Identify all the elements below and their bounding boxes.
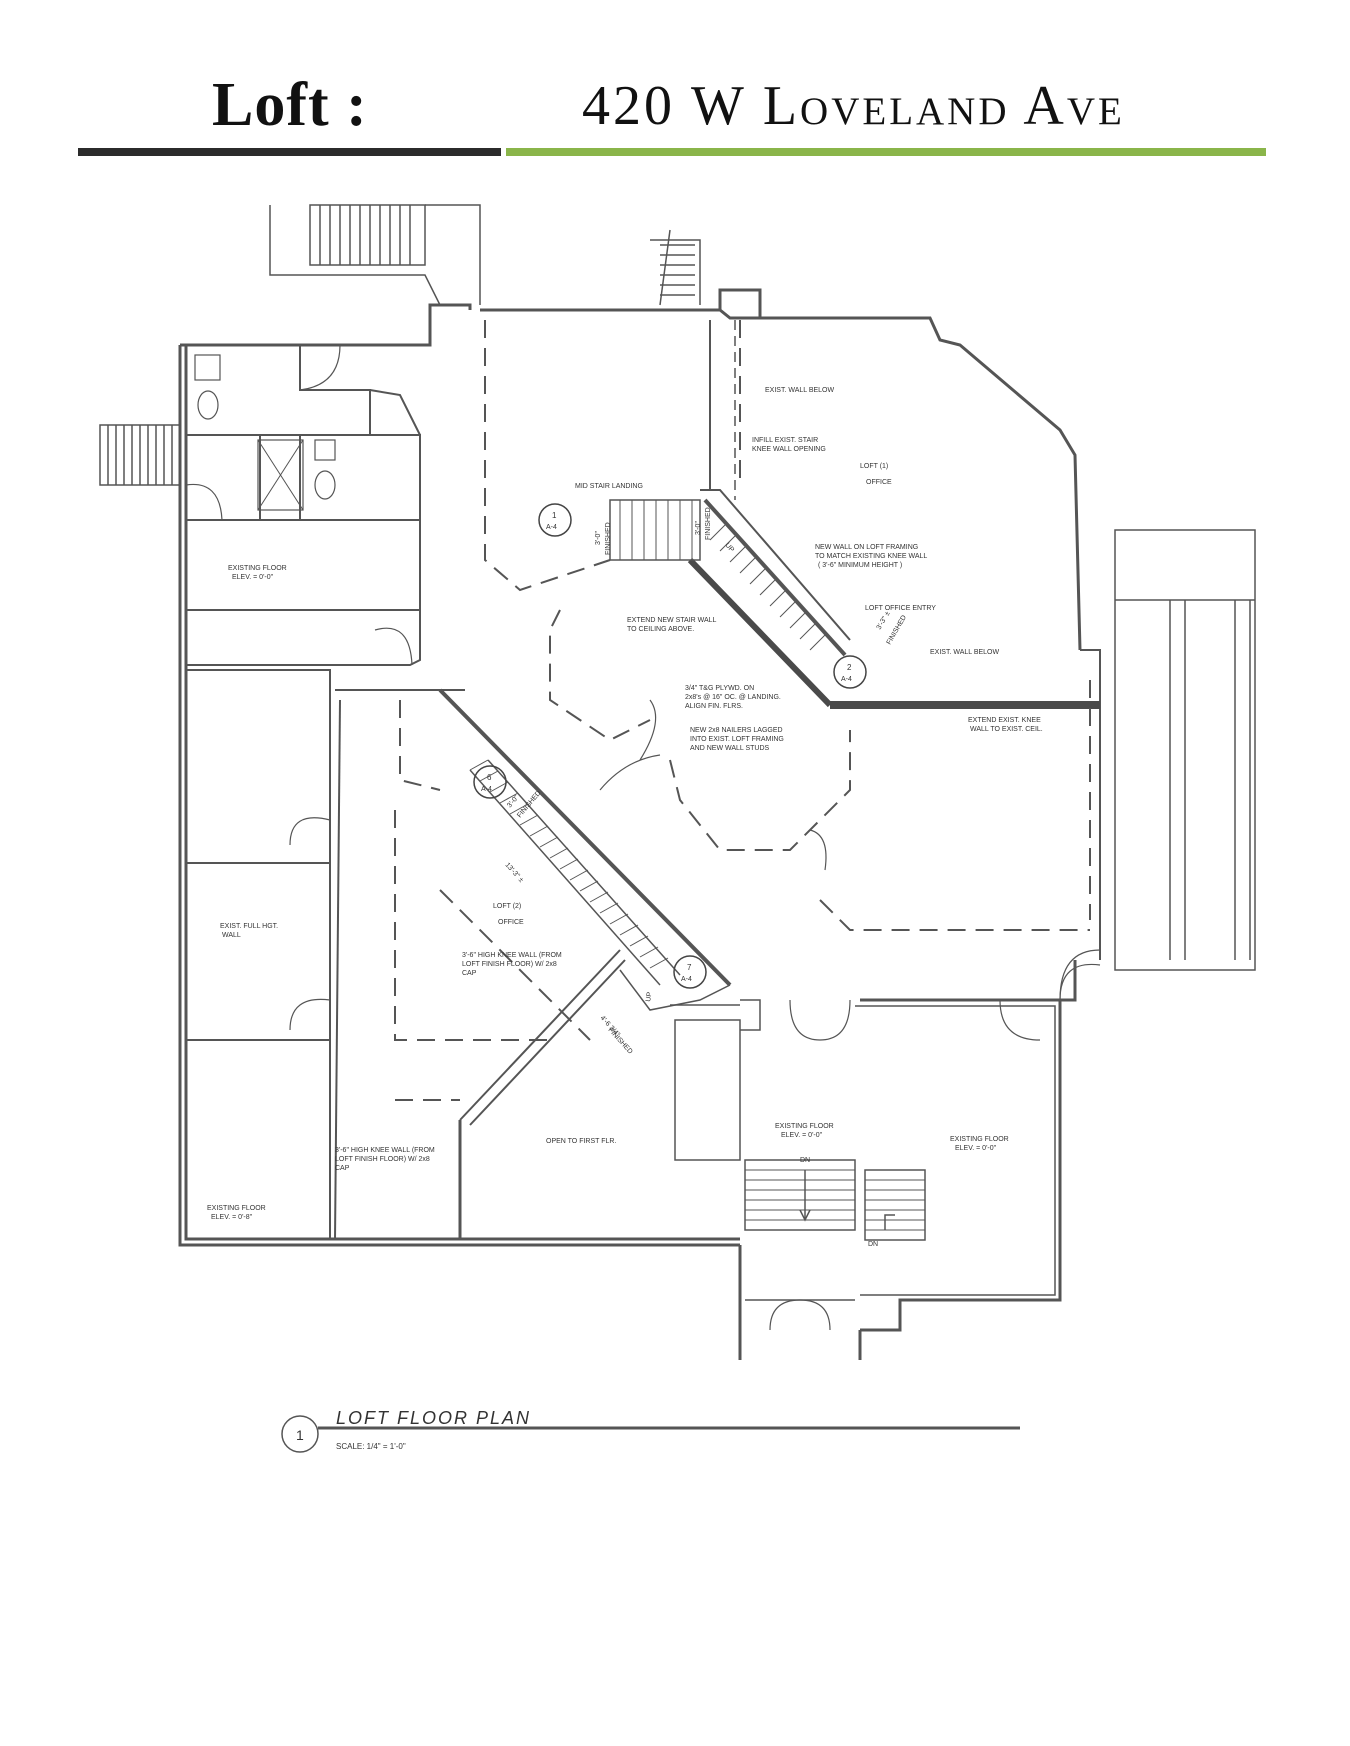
note-plywd-2: 2x8's @ 16" OC. @ LANDING. [685, 694, 781, 701]
note-existing-floor-d1: EXISTING FLOOR [950, 1136, 1009, 1143]
note-knee-wall-1: 3'-6" HIGH KNEE WALL (FROM [462, 952, 562, 959]
room-use-loft-2: OFFICE [498, 919, 524, 926]
note-existing-floor-b2: ELEV. = 0'-8" [211, 1214, 253, 1221]
stair-loft-1 [609, 320, 1100, 709]
room-label-loft-1: LOFT (1) [860, 463, 888, 470]
exterior-stair-left [99, 424, 181, 486]
note-nailers-3: AND NEW WALL STUDS [690, 745, 770, 752]
label-up-2: UP [645, 991, 654, 1002]
note-new-wall-1: NEW WALL ON LOFT FRAMING [815, 544, 918, 551]
note-loft-office-entry: LOFT OFFICE ENTRY [865, 605, 936, 612]
section-tag-sheet-1: A-4 [546, 524, 557, 531]
note-knee-wall-b2: LOFT FINISH FLOOR) W/ 2x8 [335, 1156, 430, 1163]
dim-3-0-c: 3'-0" [506, 794, 521, 810]
header-title-left: Loft : [212, 71, 368, 139]
note-infill-2: KNEE WALL OPENING [752, 446, 826, 453]
title-block [281, 1415, 1020, 1453]
note-existing-floor-c2: ELEV. = 0'-0" [781, 1132, 823, 1139]
loft-edge-dashed [394, 320, 1091, 1101]
exterior-stair-top-center [650, 229, 701, 306]
section-tag-num-2: 2 [847, 663, 852, 672]
plan-scale: SCALE: 1/4" = 1'-0" [336, 1442, 406, 1451]
dim-finished-b: FINISHED [705, 507, 712, 540]
dim-finished-c: FINISHED [886, 614, 908, 646]
dim-3-0-b: 3'-0" [695, 521, 702, 535]
note-extend-knee-2: WALL TO EXIST. CEIL. [970, 726, 1043, 733]
note-existing-floor-b1: EXISTING FLOOR [207, 1205, 266, 1212]
dim-finished-d: FINISHED [516, 790, 542, 820]
section-tags [473, 503, 867, 989]
right-exterior-deck [1114, 529, 1256, 971]
note-existing-floor-c1: EXISTING FLOOR [775, 1123, 834, 1130]
note-exist-wall-below-2: EXIST. WALL BELOW [930, 649, 1000, 656]
dim-3-0-a: 3'-0" [595, 531, 602, 545]
note-plywd-3: ALIGN FIN. FLRS. [685, 703, 743, 710]
section-tag-num-7: 7 [687, 963, 692, 972]
note-exist-full-hgt-2: WALL [222, 932, 241, 939]
note-knee-wall-b1: 3'-6" HIGH KNEE WALL (FROM [335, 1147, 435, 1154]
header-title-address: 420 W Loveland Ave [582, 75, 1125, 137]
note-plywd-1: 3/4" T&G PLYWD. ON [685, 685, 754, 692]
section-tag-sheet-6: A-4 [481, 786, 492, 793]
label-up-1: UP [723, 542, 735, 554]
note-open-to-first: OPEN TO FIRST FLR. [546, 1138, 616, 1145]
label-dn-1: DN [800, 1157, 810, 1164]
note-extend-stair-2: TO CEILING ABOVE. [627, 626, 694, 633]
section-tag-num-6: 6 [487, 773, 492, 782]
stair-loft-2 [438, 688, 740, 1011]
room-label-loft-2: LOFT (2) [493, 903, 521, 910]
section-tag-sheet-7: A-4 [681, 976, 692, 983]
plan-title-number: 1 [296, 1427, 304, 1443]
plan-title: LOFT FLOOR PLAN [336, 1408, 531, 1428]
note-existing-floor-a1: EXISTING FLOOR [228, 565, 287, 572]
section-tag-num-1: 1 [552, 511, 557, 520]
header-divider-dark [78, 148, 501, 156]
note-extend-stair-1: EXTEND NEW STAIR WALL [627, 617, 717, 624]
note-knee-wall-3: CAP [462, 970, 477, 977]
note-mid-stair-landing: MID STAIR LANDING [575, 483, 643, 490]
dim-13-3: 13'-3" ± [504, 862, 525, 884]
note-exist-wall-below-1: EXIST. WALL BELOW [765, 387, 835, 394]
restrooms [185, 344, 421, 611]
note-extend-knee-1: EXTEND EXIST. KNEE [968, 717, 1041, 724]
left-rooms [185, 610, 421, 1240]
loft-2-walls [334, 689, 626, 1241]
note-existing-floor-a2: ELEV. = 0'-0" [232, 574, 274, 581]
label-dn-2: DN [868, 1241, 878, 1248]
header-divider-green [506, 148, 1266, 156]
note-new-wall-3: ( 3'-6" MINIMUM HEIGHT ) [818, 562, 902, 569]
note-nailers-2: INTO EXIST. LOFT FRAMING [690, 736, 784, 743]
note-knee-wall-2: LOFT FINISH FLOOR) W/ 2x8 [462, 961, 557, 968]
bottom-entry-stairs [674, 999, 1041, 1331]
plan-annotations: MID STAIR LANDING EXIST. WALL BELOW INFI… [207, 387, 1043, 1248]
note-existing-floor-d2: ELEV. = 0'-0" [955, 1145, 997, 1152]
note-exist-full-hgt-1: EXIST. FULL HGT. [220, 923, 278, 930]
dim-3-3: 3'-3" ± [876, 610, 892, 631]
room-use-loft-1: OFFICE [866, 479, 892, 486]
exterior-walls [178, 288, 1101, 1360]
note-infill-1: INFILL EXIST. STAIR [752, 437, 818, 444]
section-tag-labels: 1 A-4 2 A-4 6 A-4 7 A-4 [481, 511, 852, 983]
note-knee-wall-b3: CAP [335, 1165, 350, 1172]
section-tag-sheet-2: A-4 [841, 676, 852, 683]
note-nailers-1: NEW 2x8 NAILERS LAGGED [690, 727, 783, 734]
dim-finished-a: FINISHED [605, 522, 612, 555]
door-swings [599, 699, 1101, 1001]
dim-finished-e: FINISHED [607, 1027, 634, 1056]
exterior-stair-top [269, 204, 481, 306]
note-new-wall-2: TO MATCH EXISTING KNEE WALL [815, 553, 927, 560]
